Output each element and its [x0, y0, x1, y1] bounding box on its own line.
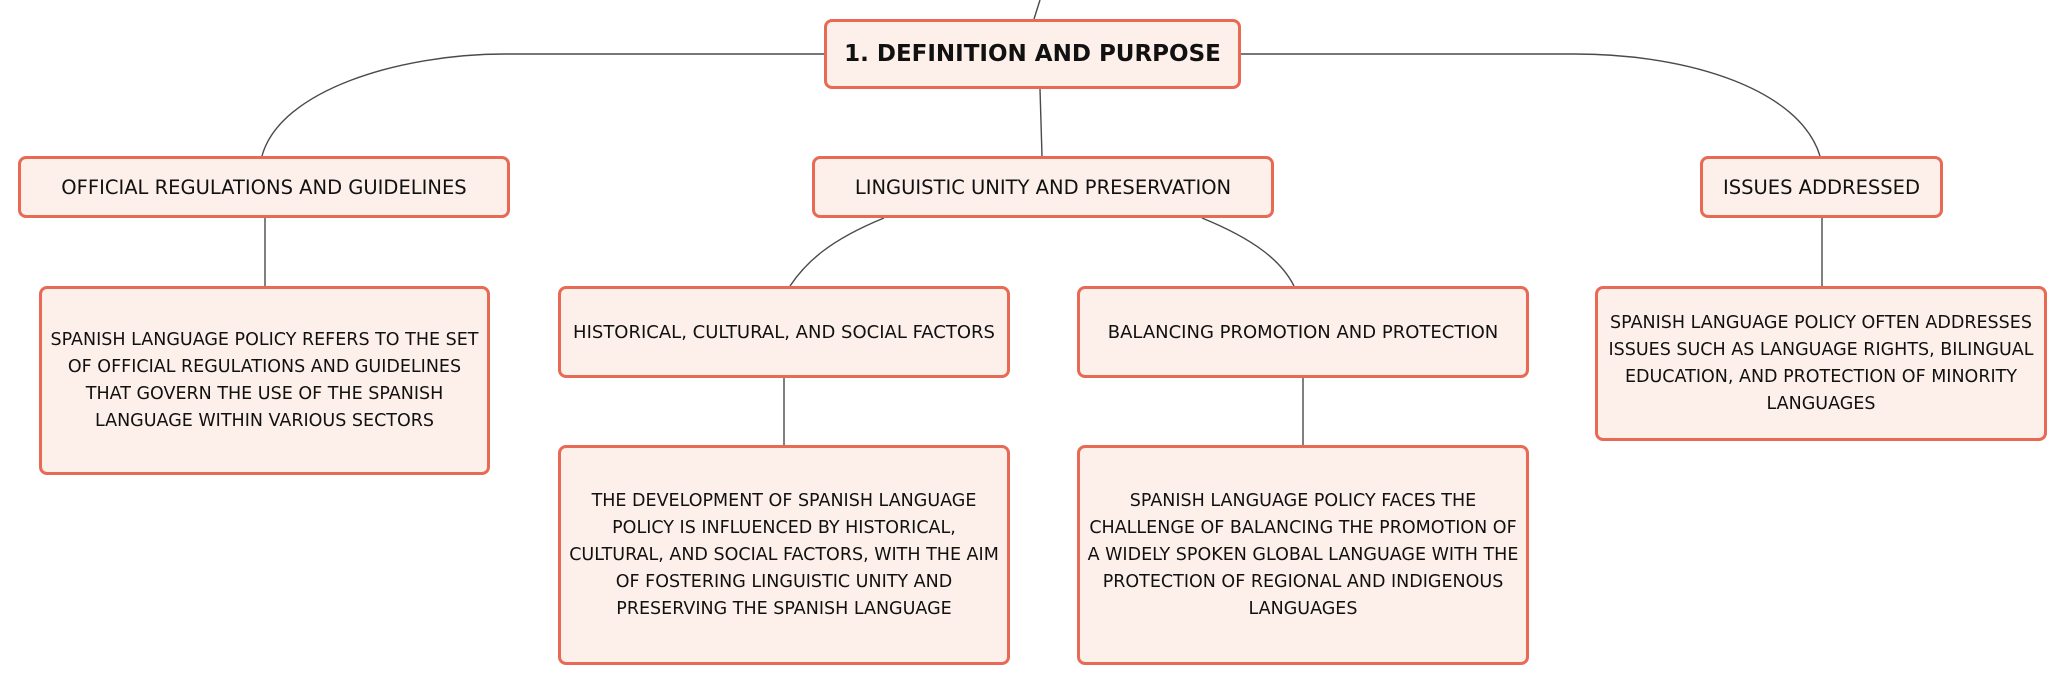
- detail-node-text: SPANISH LANGUAGE POLICY OFTEN ADDRESSES …: [1608, 312, 2034, 414]
- connector-root-to-official: [261, 53, 824, 157]
- subtopic-node-label: BALANCING PROMOTION AND PROTECTION: [1107, 321, 1499, 343]
- detail-node-text: SPANISH LANGUAGE POLICY REFERS TO THE SE…: [50, 329, 479, 431]
- subtopic-node-balancing[interactable]: BALANCING PROMOTION AND PROTECTION: [1077, 286, 1529, 378]
- connector-unity-to-balancing: [1201, 217, 1295, 287]
- topic-node-label: OFFICIAL REGULATIONS AND GUIDELINES: [61, 175, 467, 199]
- detail-node-text: THE DEVELOPMENT OF SPANISH LANGUAGE POLI…: [569, 490, 999, 619]
- detail-node-historical-factors[interactable]: THE DEVELOPMENT OF SPANISH LANGUAGE POLI…: [558, 445, 1010, 665]
- connector-unity-to-historical: [789, 217, 885, 287]
- root-node[interactable]: 1. DEFINITION AND PURPOSE: [824, 19, 1241, 89]
- root-node-label: 1. DEFINITION AND PURPOSE: [844, 41, 1221, 67]
- subtopic-node-historical-factors[interactable]: HISTORICAL, CULTURAL, AND SOCIAL FACTORS: [558, 286, 1010, 378]
- connector-root-to-unity: [1039, 88, 1043, 157]
- connector-root-parent-stub: [1033, 0, 1041, 20]
- detail-node-official-regulations[interactable]: SPANISH LANGUAGE POLICY REFERS TO THE SE…: [39, 286, 490, 475]
- topic-node-issues-addressed[interactable]: ISSUES ADDRESSED: [1700, 156, 1943, 218]
- detail-node-text: SPANISH LANGUAGE POLICY FACES THE CHALLE…: [1087, 490, 1519, 619]
- topic-node-linguistic-unity[interactable]: LINGUISTIC UNITY AND PRESERVATION: [812, 156, 1274, 218]
- detail-node-issues-addressed[interactable]: SPANISH LANGUAGE POLICY OFTEN ADDRESSES …: [1595, 286, 2047, 441]
- subtopic-node-label: HISTORICAL, CULTURAL, AND SOCIAL FACTORS: [573, 321, 995, 343]
- topic-node-label: ISSUES ADDRESSED: [1722, 175, 1920, 199]
- topic-node-official-regulations[interactable]: OFFICIAL REGULATIONS AND GUIDELINES: [18, 156, 510, 218]
- connector-root-to-issues: [1241, 53, 1821, 157]
- topic-node-label: LINGUISTIC UNITY AND PRESERVATION: [854, 175, 1232, 199]
- detail-node-balancing[interactable]: SPANISH LANGUAGE POLICY FACES THE CHALLE…: [1077, 445, 1529, 665]
